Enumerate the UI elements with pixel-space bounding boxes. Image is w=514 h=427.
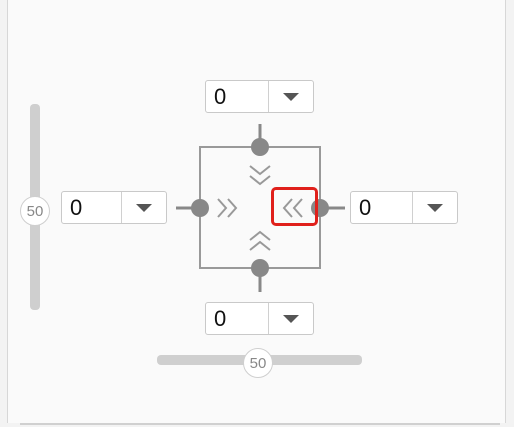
panel-divider (20, 423, 500, 425)
right-margin-dropdown[interactable] (412, 192, 457, 223)
right-margin-value[interactable]: 0 (359, 195, 372, 220)
vertical-bias-value: 50 (26, 202, 44, 220)
vertical-bias-knob[interactable]: 50 (20, 196, 50, 226)
top-margin-dropdown[interactable] (268, 81, 313, 112)
left-margin-field[interactable]: 0 (61, 191, 167, 224)
caret-down-icon (427, 203, 443, 212)
top-anchor[interactable] (251, 138, 269, 156)
horizontal-bias-value: 50 (249, 354, 267, 372)
caret-down-icon (283, 314, 299, 323)
horizontal-bias-knob[interactable]: 50 (243, 348, 273, 378)
left-margin-value[interactable]: 0 (70, 195, 83, 220)
chevron-left-icon (282, 198, 303, 218)
chevron-right-icon (217, 198, 238, 218)
right-constraint-highlight[interactable] (271, 187, 318, 226)
left-margin-dropdown[interactable] (121, 192, 166, 223)
left-anchor[interactable] (191, 199, 209, 217)
bottom-margin-field[interactable]: 0 (205, 302, 314, 335)
caret-down-icon (283, 92, 299, 101)
caret-down-icon (136, 203, 152, 212)
bottom-anchor[interactable] (251, 259, 269, 277)
chevron-down-icon (249, 165, 271, 186)
bottom-margin-value[interactable]: 0 (214, 306, 227, 331)
bottom-margin-dropdown[interactable] (268, 303, 313, 334)
top-margin-field[interactable]: 0 (205, 80, 314, 113)
chevron-up-icon (249, 230, 271, 251)
top-margin-value[interactable]: 0 (214, 84, 227, 109)
right-margin-field[interactable]: 0 (350, 191, 458, 224)
